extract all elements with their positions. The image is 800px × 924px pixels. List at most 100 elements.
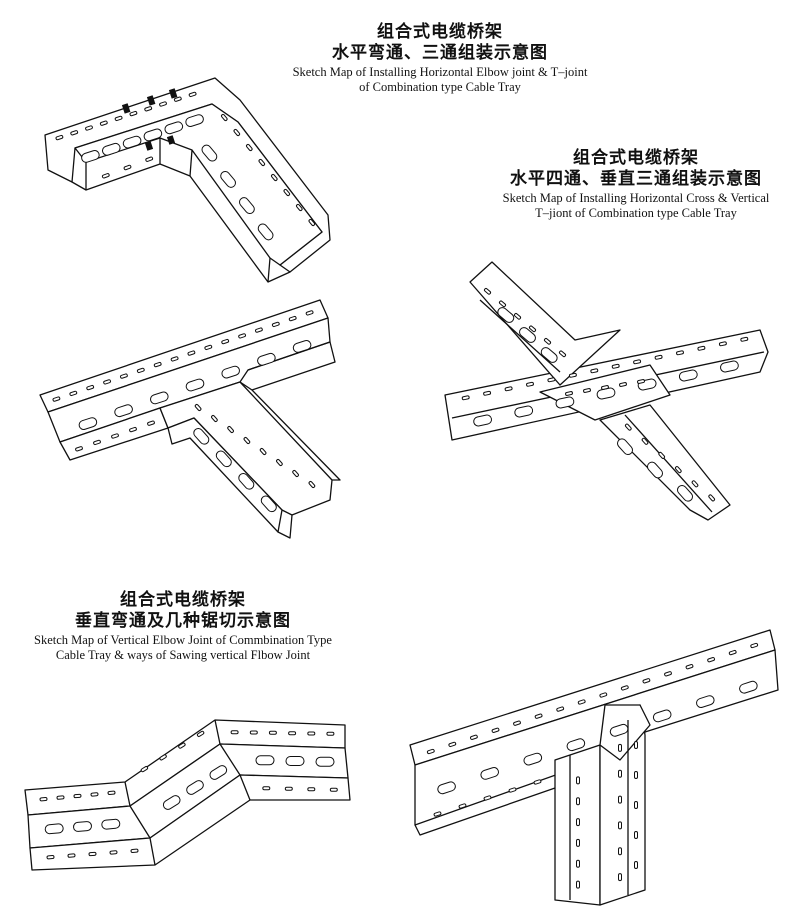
perforation-slot	[437, 781, 456, 795]
perforation-slot	[122, 135, 142, 149]
perforation-slot	[555, 396, 575, 409]
perforation-slot	[136, 367, 145, 374]
caption-en-line1: Sketch Map of Installing Horizontal Cros…	[502, 190, 770, 205]
perforation-slot	[719, 360, 739, 373]
perforation-slot	[268, 730, 277, 735]
perforation-slot	[46, 855, 55, 860]
perforation-slot	[276, 459, 283, 466]
perforation-slot	[145, 156, 154, 162]
perforation-slot	[634, 831, 638, 839]
perforation-slot	[88, 851, 97, 857]
perforation-slot	[101, 818, 121, 830]
perforation-slot	[39, 797, 48, 802]
perforation-slot	[129, 426, 137, 433]
perforation-slot	[159, 754, 167, 761]
perforation-slot	[540, 347, 558, 363]
perforation-slot	[162, 795, 181, 810]
perforation-slot	[619, 382, 627, 387]
perforation-slot	[740, 336, 749, 342]
perforation-slot	[678, 369, 698, 382]
perforation-slot	[109, 850, 118, 855]
perforation-slot	[618, 847, 622, 856]
perforation-slot	[283, 188, 291, 197]
perforation-slot	[150, 391, 169, 405]
perforation-slot	[170, 356, 179, 362]
perforation-slot	[558, 350, 567, 358]
perforation-slot	[634, 771, 638, 779]
perforation-slot	[576, 880, 580, 889]
perforation-slot	[576, 797, 580, 806]
perforation-slot	[504, 386, 513, 392]
perforation-slot	[618, 795, 622, 804]
perforation-slot	[164, 121, 184, 135]
perforation-slot	[618, 769, 622, 778]
caption-en-line2: Cable Tray & ways of Sawing vertical Flb…	[55, 648, 311, 663]
perforation-slot	[691, 480, 699, 488]
perforation-slot	[618, 821, 622, 830]
perforation-slot	[262, 786, 271, 791]
perforation-slot	[201, 144, 218, 162]
perforation-slot	[102, 142, 121, 156]
perforation-slot	[69, 390, 78, 397]
perforation-slot	[285, 756, 305, 766]
perforation-slot	[634, 861, 638, 869]
perforation-slot	[448, 741, 457, 748]
perforation-slot	[243, 437, 251, 444]
perforation-slot	[233, 128, 241, 137]
perforation-slot	[576, 818, 580, 827]
perforation-slot	[114, 115, 123, 122]
perforation-slot	[81, 150, 100, 163]
perforation-slot	[103, 379, 112, 385]
perforation-slot	[568, 372, 577, 378]
perforation-slot	[308, 218, 316, 227]
perforation-slot	[140, 766, 149, 773]
perforation-slot	[533, 779, 542, 785]
perforation-slot	[513, 313, 522, 320]
caption-zh-title: 组合式电缆桥架	[573, 148, 699, 168]
perforation-slot	[56, 795, 65, 800]
perforation-slot	[473, 414, 493, 427]
perforation-slot	[618, 873, 622, 882]
perforation-slot	[566, 738, 586, 752]
perforation-slot	[153, 361, 162, 368]
perforation-slot	[129, 110, 138, 117]
perforation-slot	[707, 657, 716, 663]
perforation-slot	[654, 354, 663, 360]
perforation-slot	[221, 338, 230, 345]
perforation-slot	[185, 114, 204, 127]
perforation-slot	[696, 695, 715, 708]
caption-en-line2: of Combination type Cable Tray	[359, 80, 521, 95]
perforation-slot	[676, 350, 684, 356]
perforation-slot	[590, 368, 599, 374]
perforation-slot	[221, 113, 228, 122]
perforation-slot	[196, 730, 205, 737]
perforation-slot	[211, 415, 218, 422]
perforation-slot	[634, 801, 638, 809]
perforation-slot	[685, 664, 694, 670]
perforation-slot	[458, 803, 467, 809]
perforation-slot	[194, 404, 202, 411]
perforation-slot	[93, 439, 101, 446]
perforation-slot	[718, 341, 727, 347]
perforation-slot	[101, 173, 110, 179]
perforation-slot	[307, 787, 316, 792]
perforation-slot	[565, 391, 573, 396]
perforation-slot	[674, 466, 682, 474]
perforation-slot	[143, 128, 163, 142]
perforation-slot	[526, 381, 534, 387]
perforation-slot	[547, 377, 556, 383]
perforation-slot	[750, 642, 759, 649]
perforation-slot	[534, 713, 543, 719]
perforation-slot	[159, 101, 167, 107]
perforation-slot	[601, 385, 609, 390]
perforation-slot	[254, 327, 263, 333]
perforation-slot	[271, 173, 278, 182]
drawing-horizontal-elbow	[44, 77, 331, 283]
perforation-slot	[433, 811, 442, 817]
perforation-slot	[255, 755, 275, 766]
perforation-slot	[599, 692, 608, 698]
perforation-slot	[576, 859, 580, 868]
perforation-slot	[664, 671, 672, 677]
drawing-vertical-elbow	[24, 719, 351, 871]
perforation-slot	[238, 333, 247, 339]
